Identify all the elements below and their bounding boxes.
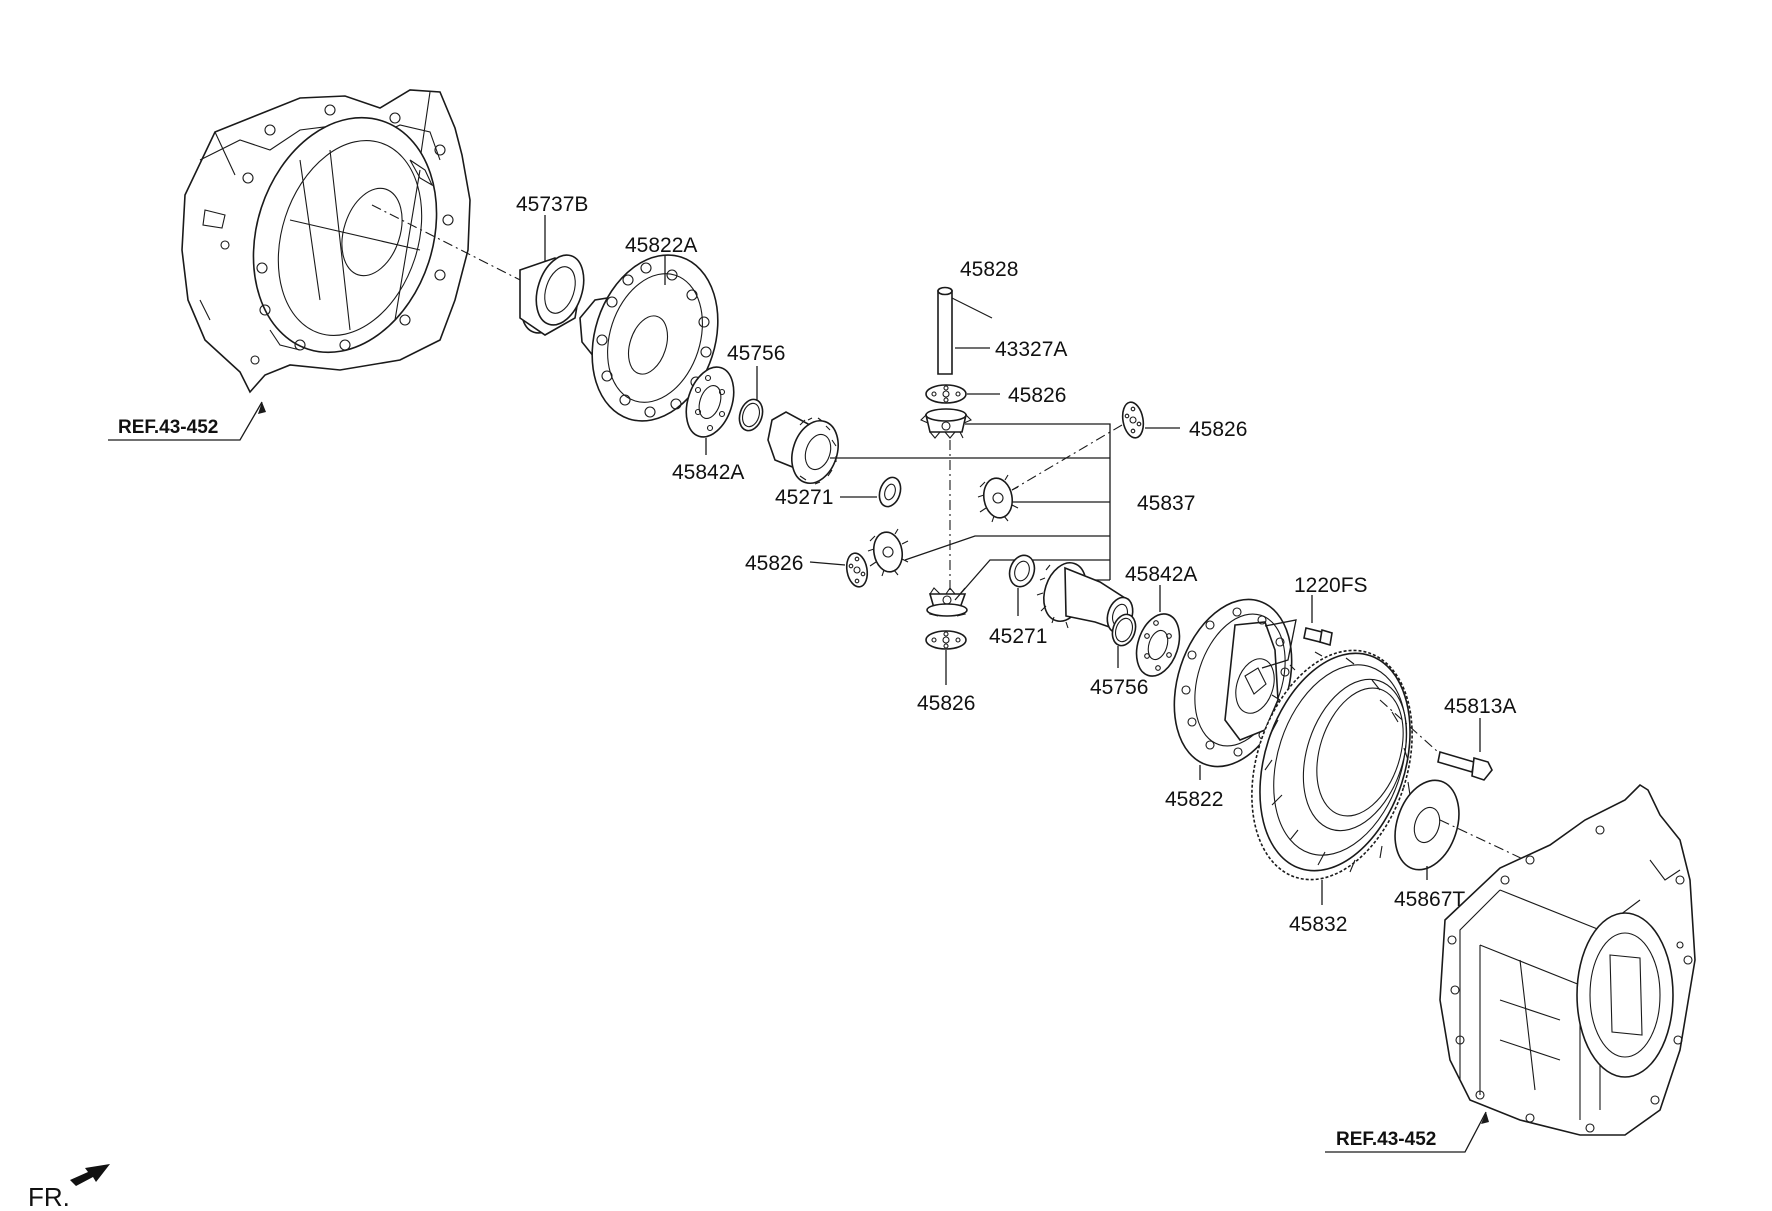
label-45737b: 45737B — [516, 193, 588, 216]
label-45828: 45828 — [960, 258, 1018, 281]
label-45826-bottom: 45826 — [917, 692, 975, 715]
side-gear-right — [1036, 562, 1134, 634]
differential-case-45822a: 45822A — [579, 234, 719, 422]
thrust-washer-45842a-right: 45842A — [1125, 563, 1197, 677]
label-43327a: 43327A — [995, 338, 1067, 361]
ref-bottom-label: REF.43-452 — [1336, 1129, 1436, 1150]
label-45826-left: 45826 — [745, 552, 803, 575]
ref-bottom-callout: REF.43-452 — [1325, 1111, 1489, 1153]
label-45756-upper: 45756 — [727, 342, 785, 365]
label-45867t: 45867T — [1394, 888, 1465, 911]
shim-45867t: 45867T — [1394, 779, 1526, 911]
left-transaxle-housing — [181, 89, 471, 394]
thrust-washer-45842a-left: 45842A — [672, 366, 744, 484]
washer-45271-lower: 45271 — [989, 554, 1047, 648]
ring-gear-45832: 45832 — [1251, 649, 1413, 936]
shaft-centerline-left — [371, 204, 531, 286]
label-45822: 45822 — [1165, 788, 1223, 811]
bearing-45737b: 45737B — [516, 193, 588, 336]
right-transaxle-housing — [1439, 783, 1696, 1136]
ref-top-callout: REF.43-452 — [108, 401, 266, 441]
pinion-gear-45837: 45837 — [977, 474, 1195, 523]
washer-45271-upper: 45271 — [775, 476, 902, 509]
label-45842a-right: 45842A — [1125, 563, 1197, 586]
right-housing-bolt-bosses — [1447, 825, 1693, 1133]
label-45837: 45837 — [1137, 492, 1195, 515]
label-45756-lower: 45756 — [1090, 676, 1148, 699]
label-45826-right: 45826 — [1189, 418, 1247, 441]
ref-top-label: REF.43-452 — [118, 417, 218, 438]
label-45271-lower: 45271 — [989, 625, 1047, 648]
housing-bolt-bosses — [220, 104, 454, 365]
differential-case-45822: 45822 — [1165, 598, 1293, 811]
label-45832: 45832 — [1289, 913, 1347, 936]
label-1220fs: 1220FS — [1294, 574, 1368, 597]
label-45842a-left: 45842A — [672, 461, 744, 484]
pinion-washer-45826-top: 45826 — [925, 384, 1066, 407]
label-45813a: 45813A — [1444, 695, 1516, 718]
pinion-gear-top — [920, 408, 972, 439]
label-45826-top: 45826 — [1008, 384, 1066, 407]
front-arrow-icon — [70, 1164, 110, 1186]
pinion-washer-45826-left: 45826 — [745, 552, 869, 588]
front-direction-indicator: FR. — [28, 1164, 110, 1211]
snap-ring-45756-upper: 45756 — [727, 342, 785, 432]
snap-ring-45756-lower: 45756 — [1090, 613, 1148, 699]
pinion-washer-45826-bottom: 45826 — [917, 630, 975, 715]
side-gear-left — [767, 411, 839, 485]
diff-case-bolt-holes — [596, 262, 712, 418]
bolt-1220fs: 1220FS — [1261, 574, 1368, 669]
pinion-shaft-43327a: 45828 43327A — [937, 258, 1067, 375]
label-45822a: 45822A — [625, 234, 697, 257]
front-label: FR. — [28, 1182, 70, 1211]
label-45271-upper: 45271 — [775, 486, 833, 509]
bolt-45813a: 45813A — [1379, 695, 1516, 781]
pinion-gear-left — [867, 528, 909, 577]
pinion-washer-45826-right: 45826 — [1011, 401, 1247, 491]
